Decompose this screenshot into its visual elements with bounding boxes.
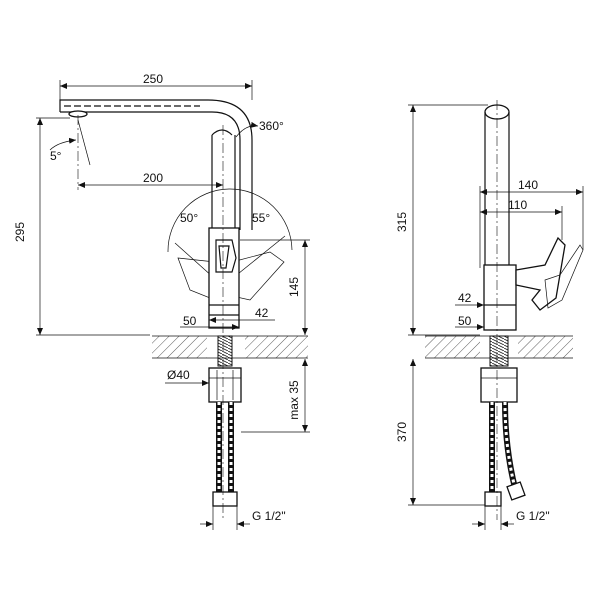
dim-145-label: 145	[287, 277, 301, 297]
mixer-body	[208, 227, 240, 329]
spout	[59, 99, 253, 230]
dim-295-label: 295	[13, 222, 27, 242]
base-50-label: 50	[183, 314, 197, 328]
lever-50-label: 50°	[180, 211, 198, 225]
front-view: 295 250 200 5° 360° 50° 55° 145 42 50 Ø4…	[13, 72, 310, 530]
dim-140-label: 140	[518, 178, 538, 192]
dim-250-label: 250	[143, 72, 163, 86]
max-35-label: max 35	[287, 380, 301, 420]
dim-370-label: 370	[395, 422, 409, 442]
thread-front-label: G 1/2"	[252, 509, 286, 523]
diameter-40-label: Ø40	[167, 368, 190, 382]
side-nut	[480, 367, 518, 403]
mounting-nut	[208, 367, 242, 403]
lever-55-label: 55°	[252, 211, 270, 225]
side-view: 315 140 110 42 50 370 G 1/2"	[395, 100, 584, 530]
swivel-360-label: 360°	[259, 119, 284, 133]
lever-swing-arc	[167, 188, 293, 253]
base-42-label: 42	[255, 306, 269, 320]
dim-200-label: 200	[143, 171, 163, 185]
tilt-5-label: 5°	[50, 149, 62, 163]
side-42-label: 42	[458, 291, 472, 305]
thread-side-label: G 1/2"	[516, 509, 550, 523]
dim-110-label: 110	[508, 198, 527, 212]
dim-315-label: 315	[395, 212, 409, 232]
threaded-shank	[217, 335, 233, 367]
side-50-label: 50	[458, 314, 472, 328]
hose-fitting	[212, 491, 238, 507]
side-body	[483, 264, 517, 331]
side-lever	[515, 236, 566, 311]
